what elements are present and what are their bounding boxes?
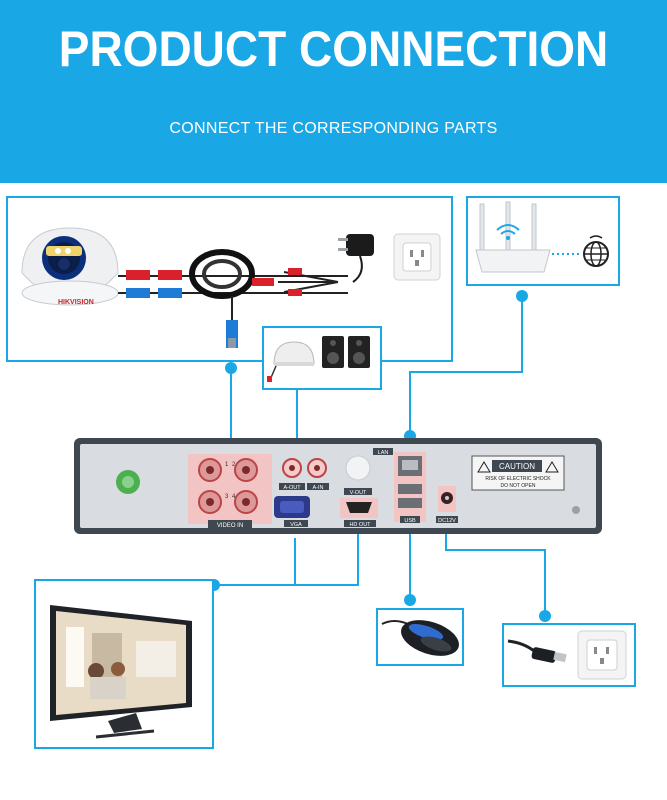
microphone-icon — [267, 341, 315, 382]
port-number-1: 1 — [225, 462, 229, 468]
page-title: PRODUCT CONNECTION — [58, 21, 609, 77]
dot-power — [539, 610, 551, 622]
wall-socket-icon — [577, 630, 627, 680]
line-router — [409, 296, 523, 436]
dc-power-cable-icon — [507, 639, 567, 663]
a-out-label: A-OUT — [283, 485, 301, 491]
lan-label: LAN — [378, 450, 389, 456]
audio-illustration — [267, 336, 370, 382]
bnc-ports: 1 2 3 4 — [198, 458, 258, 514]
a-in-label: A-IN — [313, 485, 324, 491]
caution-line1: RISK OF ELECTRIC SHOCK — [485, 476, 551, 482]
speakers-icon — [322, 336, 370, 368]
v-out-label: V-OUT — [350, 490, 367, 496]
router-illustration — [475, 201, 609, 273]
caution-title: CAUTION — [499, 462, 535, 471]
dvr-rear-panel: 1 2 3 4 VIDEO IN A-OUT A-IN VGA V-OUT HD… — [74, 438, 602, 534]
video-in-label: VIDEO IN — [217, 523, 243, 529]
screw-icon — [572, 506, 580, 514]
bnc-cable-icon — [118, 249, 348, 348]
router-icon — [475, 201, 551, 273]
audio-devices-box — [262, 326, 382, 390]
wall-socket-icon — [393, 233, 441, 281]
mouse-box — [376, 608, 464, 666]
usb-port-1 — [398, 484, 422, 494]
line-vga — [214, 538, 296, 586]
header-banner: PRODUCT CONNECTION CONNECT THE CORRESPON… — [0, 0, 667, 183]
power-box — [502, 623, 636, 687]
monitor-box — [34, 579, 214, 749]
router-box — [466, 196, 620, 286]
page-subtitle: CONNECT THE CORRESPONDING PARTS — [169, 120, 498, 137]
globe-icon — [583, 235, 609, 267]
hd-out-label: HD OUT — [349, 522, 371, 528]
usb-port-2 — [398, 498, 422, 508]
port-number-2: 2 — [232, 462, 236, 468]
v-out-port — [345, 455, 371, 481]
dot-router — [516, 290, 528, 302]
port-number-4: 4 — [232, 494, 236, 500]
dot-camera — [225, 362, 237, 374]
camera-brand: HIKVISION — [58, 299, 94, 306]
monitor-icon — [50, 605, 192, 739]
camera-kit-box: HIKVISION — [6, 196, 453, 362]
line-power — [445, 530, 546, 616]
power-illustration — [507, 630, 627, 680]
port-number-3: 3 — [225, 494, 229, 500]
caution-line2: DO NOT OPEN — [501, 483, 536, 489]
power-adapter-icon — [338, 234, 374, 283]
camera-icon: HIKVISION — [21, 227, 119, 306]
mouse-icon — [381, 620, 459, 656]
dot-mouse — [404, 594, 416, 606]
line-hdmi — [290, 534, 359, 586]
hdmi-port — [346, 502, 372, 513]
dc12v-label: DC12V — [438, 518, 456, 524]
vga-label: VGA — [290, 522, 302, 528]
usb-label: USB — [404, 518, 416, 524]
camera-kit-illustration: HIKVISION — [21, 227, 441, 348]
